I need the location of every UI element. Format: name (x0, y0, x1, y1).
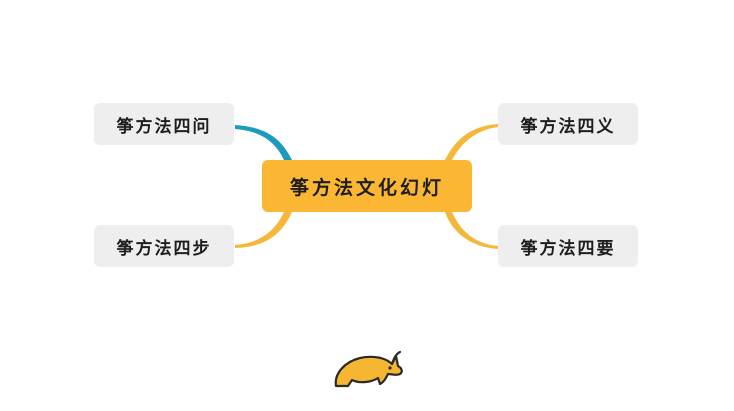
rhino-logo-body (334, 354, 403, 388)
connector-top-left (235, 125, 292, 160)
center-topic-label: 筝方法文化幻灯 (289, 176, 444, 199)
branch-label-top-right: 筝方法四义 (520, 116, 616, 137)
rhino-logo-eye (388, 366, 392, 370)
branch-label-bottom-right: 筝方法四要 (520, 238, 616, 259)
connector-top-right (445, 124, 498, 160)
connector-bottom-left (235, 212, 292, 248)
branch-label-bottom-left: 筝方法四步 (116, 238, 212, 259)
branch-label-top-left: 筝方法四问 (116, 116, 212, 137)
branch-node-top-right[interactable]: 筝方法四义 (498, 103, 638, 145)
rhino-logo-icon (334, 350, 403, 388)
rhino-logo-horn (390, 350, 402, 366)
branch-node-bottom-right[interactable]: 筝方法四要 (498, 225, 638, 267)
branch-node-top-left[interactable]: 筝方法四问 (94, 103, 234, 145)
connector-bottom-right (445, 212, 498, 249)
branch-node-bottom-left[interactable]: 筝方法四步 (94, 225, 234, 267)
center-topic-node[interactable]: 筝方法文化幻灯 (262, 160, 472, 212)
